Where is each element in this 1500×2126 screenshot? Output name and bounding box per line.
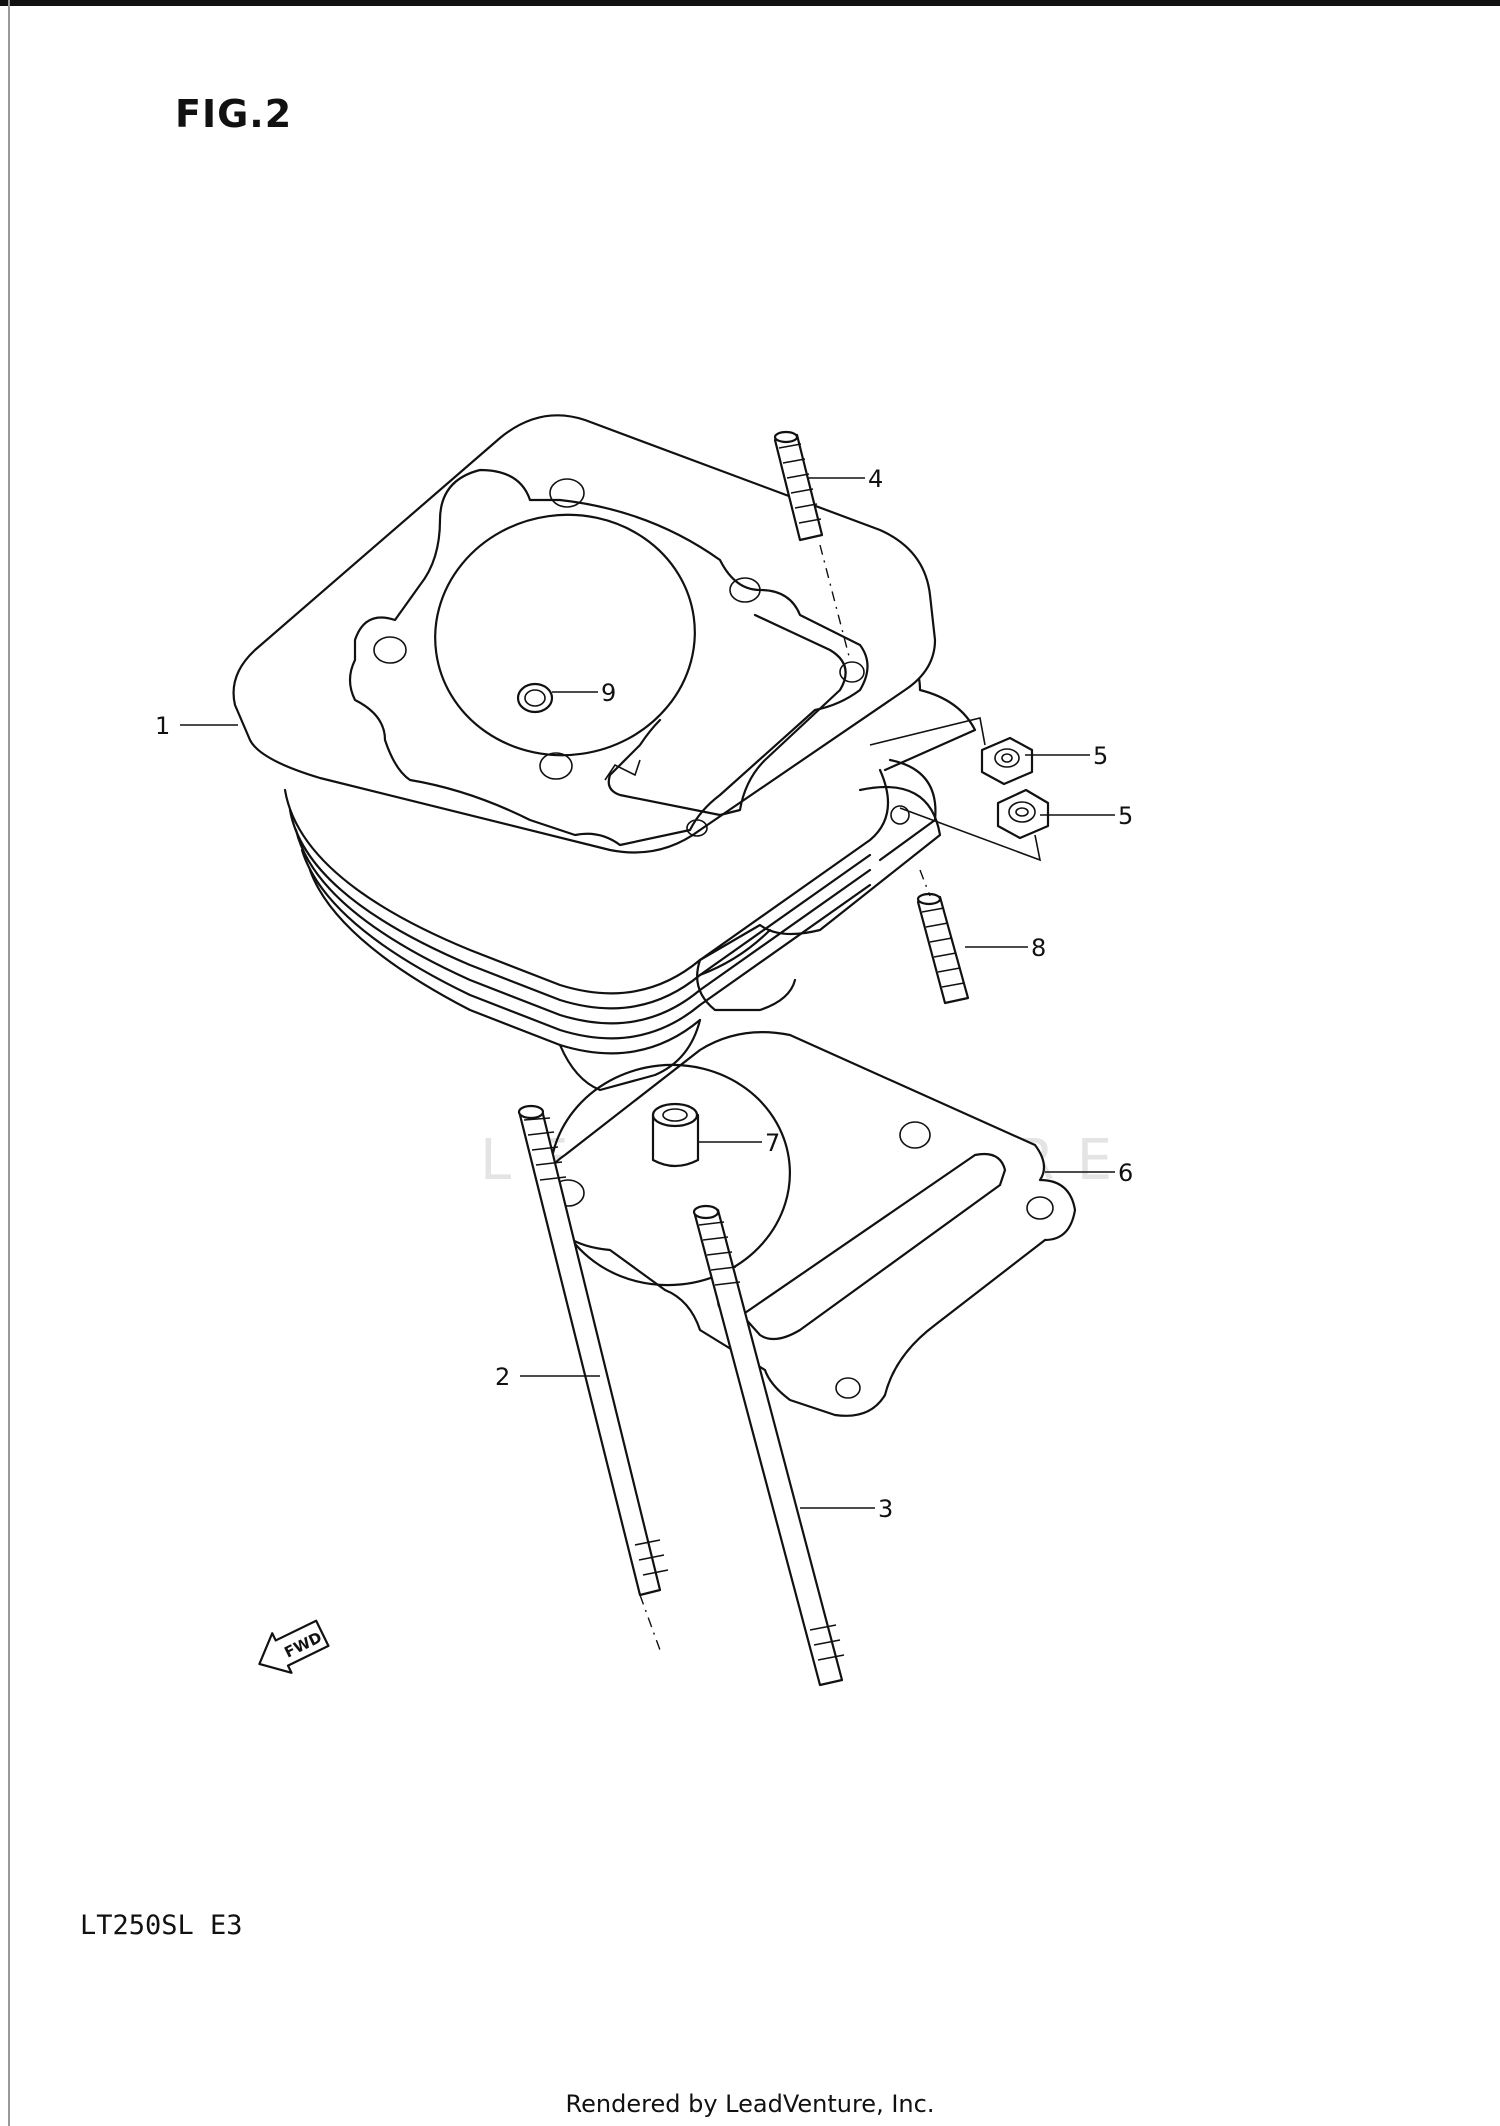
cylinder-part-1 (232, 414, 977, 1092)
callout-7: 7 (765, 1129, 780, 1157)
alignment-line-stud-8 (919, 869, 931, 897)
stud-bolt-part-2 (517, 1104, 669, 1597)
nut-part-5-lower (996, 788, 1050, 840)
base-gasket-part-6 (541, 1031, 1077, 1417)
callout-5-lower: 5 (1118, 802, 1133, 830)
callout-6: 6 (1118, 1159, 1133, 1187)
callout-3: 3 (878, 1495, 893, 1523)
footer-credit: Rendered by LeadVenture, Inc. (565, 2090, 935, 2118)
dowel-pin-part-7 (651, 1102, 700, 1168)
callout-1: 1 (155, 712, 170, 740)
nut-bracket-lower (899, 807, 1042, 862)
left-border (8, 0, 10, 2126)
callout-8: 8 (1031, 934, 1046, 962)
nut-part-5-upper (980, 736, 1034, 786)
alignment-line-stud-2 (639, 1594, 661, 1651)
stud-bolt-part-3 (692, 1204, 845, 1687)
fwd-arrow: FWD (258, 1619, 330, 1674)
model-code: LT250SL E3 (80, 1910, 243, 1941)
top-border (0, 0, 1500, 6)
alignment-line-stud-4 (819, 544, 851, 661)
figure-title: FIG.2 (175, 92, 293, 136)
nut-bracket-upper (869, 717, 986, 746)
callout-4: 4 (868, 465, 883, 493)
stud-bolt-part-4 (773, 430, 824, 542)
stud-bolt-part-8 (916, 892, 970, 1005)
callout-9: 9 (601, 679, 616, 707)
callout-2: 2 (495, 1363, 510, 1391)
callout-5-upper: 5 (1093, 742, 1108, 770)
